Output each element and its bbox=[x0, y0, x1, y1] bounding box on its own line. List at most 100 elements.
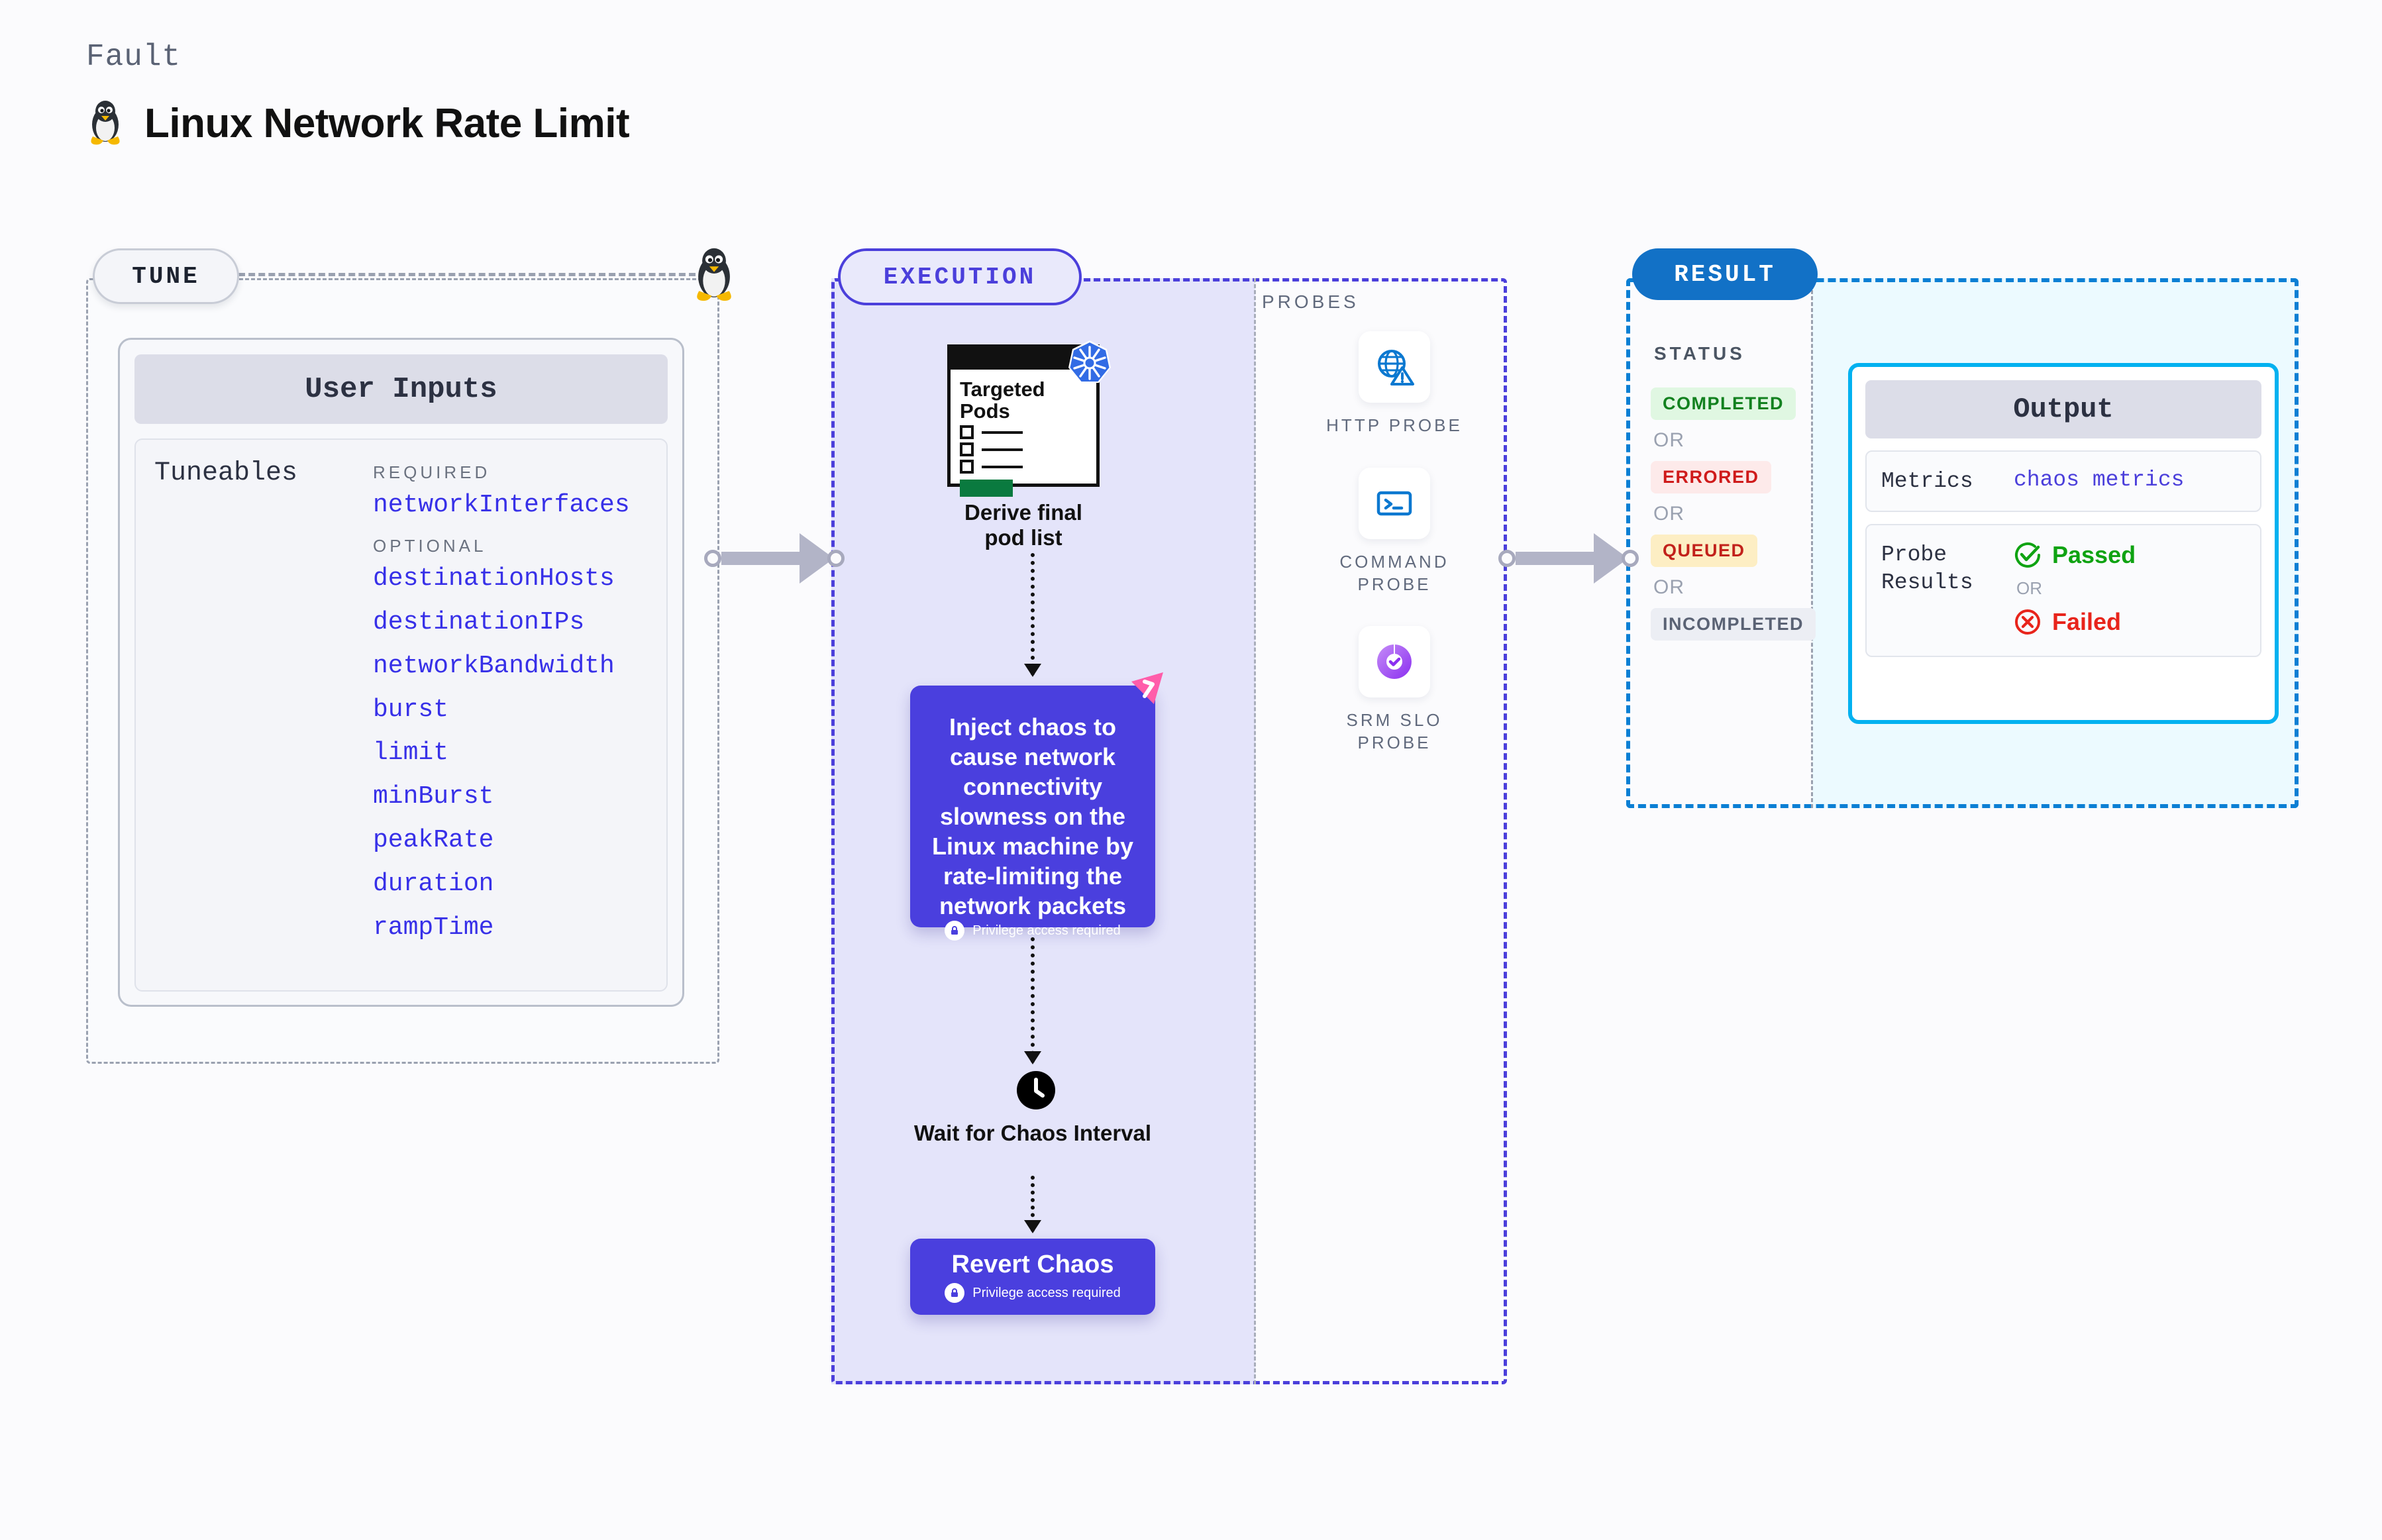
tuneable-item[interactable]: peakRate bbox=[373, 826, 494, 855]
flow-arrow-down bbox=[1024, 1176, 1041, 1233]
probe-srm-slo[interactable]: SRM SLO PROBE bbox=[1312, 626, 1477, 754]
status-badge: INCOMPLETED bbox=[1651, 608, 1816, 641]
probe-result-passed: Passed bbox=[2014, 541, 2136, 569]
probe-label: HTTP PROBE bbox=[1326, 415, 1463, 435]
lock-icon bbox=[945, 921, 965, 941]
page-kicker: Fault bbox=[86, 40, 181, 74]
linux-penguin-icon bbox=[86, 98, 125, 149]
output-title: Output bbox=[1865, 380, 2261, 438]
selected-pod-bar bbox=[960, 480, 1013, 497]
targeted-pods-card: Targeted Pods bbox=[947, 340, 1111, 497]
user-inputs-card: User Inputs Tuneables REQUIRED networkIn… bbox=[118, 338, 684, 1007]
passed-label: Passed bbox=[2052, 541, 2136, 569]
page-header: Fault Linux Network Rate Limit bbox=[86, 40, 630, 149]
connector-dot bbox=[704, 550, 721, 567]
page-title: Linux Network Rate Limit bbox=[144, 101, 630, 146]
result-section bbox=[1626, 278, 2299, 808]
tuneable-item[interactable]: limit bbox=[373, 739, 449, 768]
metrics-row: Metrics chaos metrics bbox=[1865, 450, 2261, 513]
connector-execution-to-result bbox=[1498, 533, 1639, 584]
status-badge: COMPLETED bbox=[1651, 387, 1796, 420]
probes-section-label: PROBES bbox=[1262, 291, 1359, 312]
privilege-note-text: Privilege access required bbox=[972, 923, 1121, 938]
tuneable-item[interactable]: networkBandwidth bbox=[373, 651, 615, 680]
or-separator: OR bbox=[1653, 503, 1684, 525]
probe-results-values: Passed OR Failed bbox=[2014, 541, 2136, 636]
lock-icon bbox=[945, 1283, 965, 1303]
user-inputs-title: User Inputs bbox=[134, 354, 668, 424]
terminal-icon bbox=[1359, 467, 1430, 539]
probe-results-row: Probe Results Passed OR Failed bbox=[1865, 524, 2261, 658]
pod-list-row bbox=[951, 456, 1096, 474]
placeholder-line bbox=[982, 448, 1023, 451]
execution-probes-divider bbox=[1254, 278, 1256, 1384]
pod-list-row bbox=[951, 422, 1096, 440]
connector-dot bbox=[1622, 550, 1639, 567]
probe-label: COMMAND PROBE bbox=[1339, 551, 1449, 594]
probe-results-key: Probe Results bbox=[1881, 542, 1973, 595]
connector-shaft bbox=[1516, 552, 1595, 565]
status-badge: ERRORED bbox=[1651, 461, 1771, 493]
probes-list: HTTP PROBE COMMAND PROBE SRM SL bbox=[1312, 331, 1477, 785]
placeholder-line bbox=[982, 431, 1023, 434]
failed-label: Failed bbox=[2052, 608, 2122, 636]
status-badge: QUEUED bbox=[1651, 535, 1757, 567]
tuneable-item[interactable]: minBurst bbox=[373, 782, 494, 811]
status-list: COMPLETED OR ERRORED OR QUEUED OR INCOMP… bbox=[1651, 387, 1816, 641]
connector-tune-to-execution bbox=[704, 533, 845, 584]
probe-label: SRM SLO PROBE bbox=[1346, 710, 1443, 753]
page-title-row: Linux Network Rate Limit bbox=[86, 98, 630, 149]
connector-dot bbox=[1498, 550, 1516, 567]
linux-penguin-icon bbox=[686, 245, 743, 302]
metrics-value[interactable]: chaos metrics bbox=[2014, 468, 2185, 492]
flow-arrow-down bbox=[1024, 937, 1041, 1064]
slo-gauge-icon bbox=[1359, 626, 1430, 698]
litmus-chaos-icon bbox=[1125, 667, 1170, 712]
inject-chaos-text: Inject chaos to cause network connectivi… bbox=[931, 713, 1134, 919]
privilege-note: Privilege access required bbox=[945, 1283, 1121, 1303]
execution-badge[interactable]: EXECUTION bbox=[838, 248, 1082, 305]
metrics-key: Metrics bbox=[1881, 469, 1973, 493]
group-label-required: REQUIRED bbox=[373, 462, 491, 482]
targeted-pods-block: Targeted Pods bbox=[947, 340, 1111, 550]
or-separator: OR bbox=[2016, 578, 2042, 599]
probe-command[interactable]: COMMAND PROBE bbox=[1312, 467, 1477, 596]
status-label: STATUS bbox=[1654, 343, 1745, 364]
output-card: Output Metrics chaos metrics Probe Resul… bbox=[1848, 363, 2279, 724]
tuneable-item[interactable]: duration bbox=[373, 870, 494, 899]
group-label-optional: OPTIONAL bbox=[373, 535, 487, 556]
revert-chaos-title: Revert Chaos bbox=[951, 1251, 1114, 1278]
inject-chaos-card[interactable]: Inject chaos to cause network connectivi… bbox=[910, 672, 1163, 941]
privilege-note: Privilege access required bbox=[945, 921, 1121, 941]
tuneables-label: Tuneables bbox=[154, 458, 298, 488]
flow-arrow-down bbox=[1024, 553, 1041, 677]
pod-list-row bbox=[951, 439, 1096, 457]
check-circle-icon bbox=[2015, 542, 2040, 568]
tuneable-item[interactable]: destinationIPs bbox=[373, 607, 585, 637]
or-separator: OR bbox=[1653, 576, 1684, 598]
probe-http[interactable]: HTTP PROBE bbox=[1312, 331, 1477, 437]
checkbox-icon bbox=[960, 460, 974, 474]
tuneable-item[interactable]: rampTime bbox=[373, 913, 494, 943]
connector-dot bbox=[827, 550, 845, 567]
result-divider bbox=[1811, 278, 1813, 808]
execution-probes-section bbox=[831, 278, 1507, 1384]
tuneable-item[interactable]: burst bbox=[373, 695, 449, 724]
checkbox-icon bbox=[960, 442, 974, 457]
tuneable-item[interactable]: networkInterfaces bbox=[373, 491, 630, 519]
or-separator: OR bbox=[1653, 429, 1684, 451]
connector-shaft bbox=[721, 552, 801, 565]
tune-badge[interactable]: TUNE bbox=[93, 248, 239, 304]
globe-alert-icon bbox=[1359, 331, 1430, 403]
result-badge[interactable]: RESULT bbox=[1632, 248, 1818, 300]
privilege-note-text: Privilege access required bbox=[972, 1285, 1121, 1300]
tuneables-panel: Tuneables REQUIRED networkInterfaces OPT… bbox=[134, 438, 668, 992]
tuneables-list: REQUIRED networkInterfaces OPTIONAL dest… bbox=[373, 458, 666, 990]
tuneable-item[interactable]: destinationHosts bbox=[373, 564, 615, 593]
revert-chaos-card[interactable]: Revert Chaos Privilege access required bbox=[910, 1239, 1155, 1315]
x-circle-icon bbox=[2015, 609, 2040, 635]
tune-dashed-connector bbox=[238, 273, 696, 276]
probe-result-failed: Failed bbox=[2014, 608, 2136, 636]
placeholder-line bbox=[982, 465, 1023, 468]
clock-icon bbox=[1017, 1071, 1055, 1113]
